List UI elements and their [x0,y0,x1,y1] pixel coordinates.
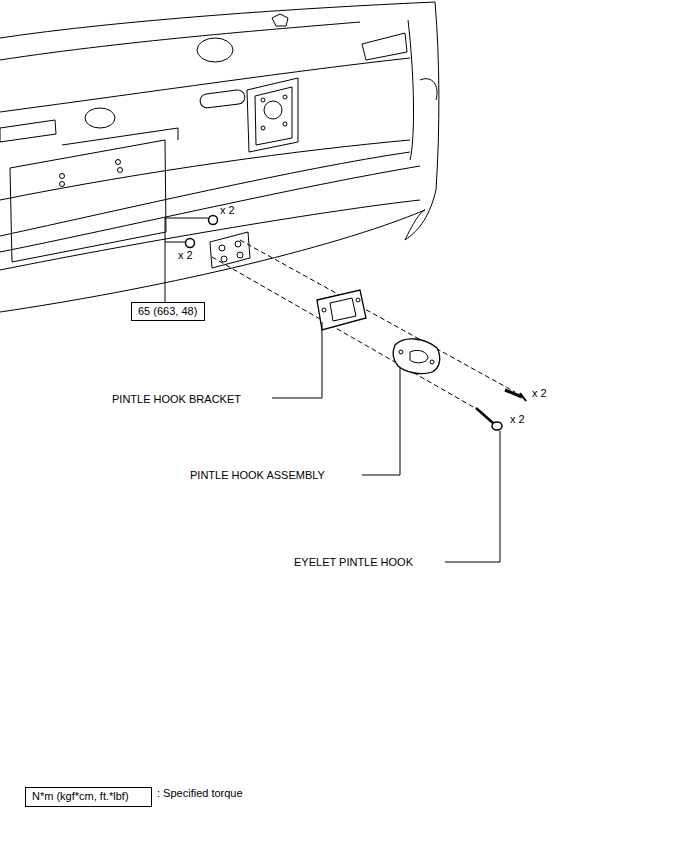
node-text: 65 (663, 48) [138,305,198,318]
body-side [405,2,439,240]
bolt-hole [322,308,326,312]
leader-line [272,322,322,398]
part-name: EYELET PINTLE HOOK [294,556,413,569]
bumper-line [0,200,420,270]
pintle-hook-bracket [317,290,366,330]
bolt-hole [261,98,265,102]
legend-text: : Specified torque [157,787,243,800]
part-name: PINTLE HOOK BRACKET [112,393,241,406]
body-line [0,2,435,38]
bolt-hole [60,174,65,179]
bolt-hole [430,360,434,364]
torque-box: 65 (663, 48) [131,302,205,321]
bumper-top [0,166,420,252]
nut [186,239,195,248]
quantity-label: x 2 [510,413,525,426]
body-line [0,22,360,60]
bolt-hole [283,95,287,99]
nut [209,216,218,225]
bumper-top [0,152,410,236]
bolt-hole [235,241,241,247]
quantity-label: x 2 [178,249,193,262]
bolt-hole [219,245,225,251]
body-detail [197,38,233,62]
legend-unit-box: N*m (kgf*cm, ft.*lbf) [25,787,152,807]
bumper-end [405,210,425,240]
mount-plate [210,232,250,268]
receiver-hole [264,101,282,119]
leader-line [362,368,400,475]
tail-lamp [0,120,56,142]
emblem [272,14,288,26]
license-plate [10,140,166,262]
quantity-label: x 2 [220,204,235,217]
bolt-hole [60,182,65,187]
eyelet-bolt [476,408,493,423]
bolt-hole [399,350,403,354]
bolt-head [520,393,526,401]
bolt-hole [237,252,243,258]
bolt-hole [356,298,360,302]
eyelet-ring [492,422,502,430]
plate-lamp [62,128,178,145]
body-detail [85,108,115,128]
bolt-hole [221,256,227,262]
handle [199,89,245,108]
assembly-line [212,257,475,408]
body-line [0,58,410,112]
bolt-hole [261,126,265,130]
receiver-panel [255,87,292,145]
node-text: N*m (kgf*cm, ft.*lbf) [32,790,145,803]
assembly-line [240,240,515,392]
leader-line [445,431,500,562]
part-name: PINTLE HOOK ASSEMBLY [190,469,325,482]
bracket-opening [330,298,356,321]
tail-lamp [362,33,407,60]
body-side [420,79,437,100]
bolt-hole [283,122,287,126]
bolt-hole [116,160,121,165]
hook-jaw [410,350,428,362]
receiver-panel [247,78,298,152]
leader-line [165,218,208,302]
body-side [408,20,414,160]
bolt-hole [118,168,123,173]
leader-line [165,242,185,243]
quantity-label: x 2 [532,387,547,400]
